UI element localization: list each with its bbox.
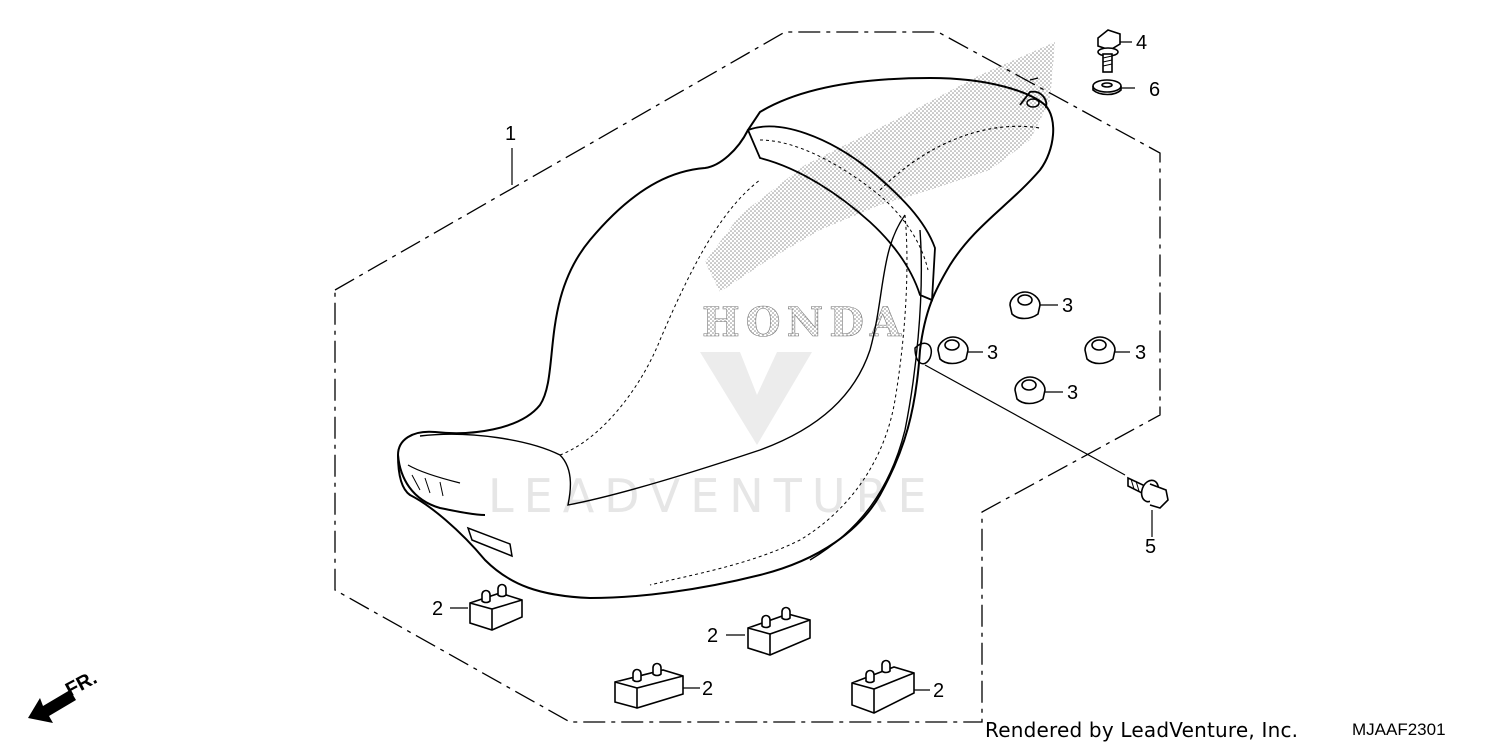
callout-4: 4: [1136, 32, 1147, 54]
callout-2: 2: [432, 598, 443, 620]
callout-5: 5: [1145, 536, 1156, 558]
callout-2: 2: [702, 678, 713, 700]
callout-6: 6: [1149, 79, 1160, 101]
diagram-code: MJAAF2301: [1352, 720, 1446, 739]
grommet: [1084, 336, 1116, 365]
assembly-boundary: [334, 31, 1161, 723]
rubber-block: [747, 606, 811, 656]
render-credit: Rendered by LeadVenture, Inc.: [985, 718, 1299, 742]
rubber-block: [614, 662, 684, 709]
grommet: [1014, 376, 1046, 405]
front-arrow-icon: FR.: [28, 667, 101, 723]
callout-1: 1: [505, 123, 516, 145]
screw-5: [1127, 476, 1169, 509]
washer-6: [1092, 79, 1122, 96]
callout-3: 3: [1135, 342, 1146, 364]
rubber-block: [851, 659, 915, 714]
grommets-3: [937, 291, 1116, 405]
bolt-4: [1097, 29, 1121, 73]
watermark: LEADVENTURE: [488, 352, 937, 523]
callout-3: 3: [987, 342, 998, 364]
callout-2: 2: [933, 680, 944, 702]
grommet: [1009, 291, 1041, 320]
callout-3: 3: [1062, 295, 1073, 317]
honda-logo: HONDA: [702, 42, 1055, 346]
rubber-block: [469, 583, 523, 631]
seat: [396, 76, 1055, 600]
watermark-text: LEADVENTURE: [488, 469, 937, 523]
rubber-blocks-2: [469, 583, 915, 714]
callouts: 1 4 6 3 3 3 3 5 2 2 2 2: [432, 32, 1160, 702]
callout-2: 2: [707, 625, 718, 647]
grommet: [937, 336, 969, 365]
callout-3: 3: [1067, 382, 1078, 404]
honda-logo-text: HONDA: [702, 299, 907, 346]
